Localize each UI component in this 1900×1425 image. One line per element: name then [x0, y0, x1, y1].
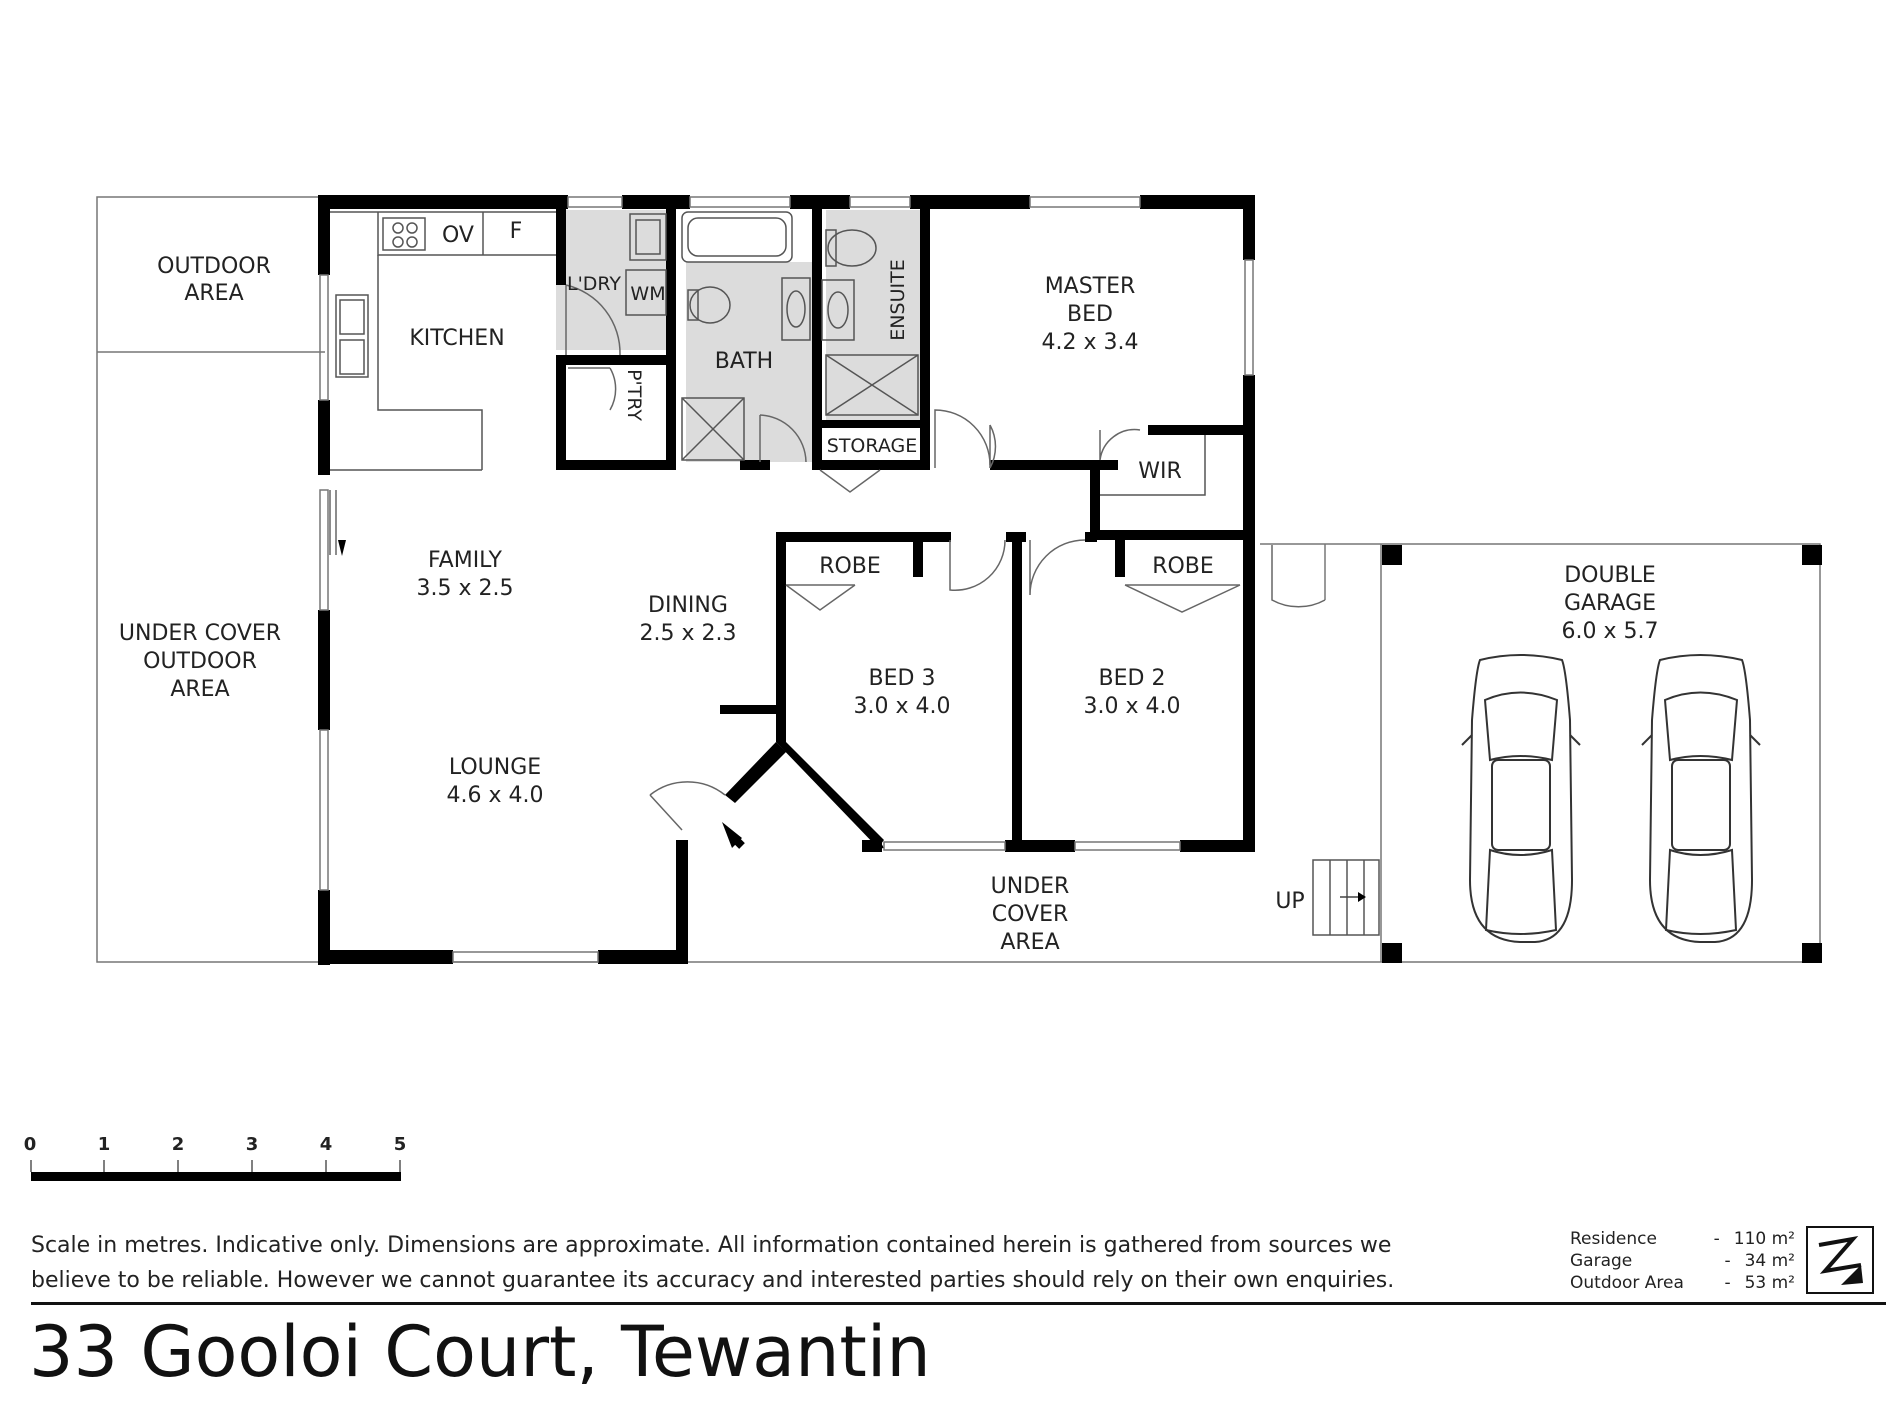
wet-area-tiles — [556, 210, 922, 462]
label-under-cover-outdoor-2: OUTDOOR — [143, 649, 257, 674]
area-value: 110 m² — [1733, 1229, 1795, 1249]
label-lounge-size: 4.6 x 4.0 — [447, 783, 544, 808]
north-arrow-icon — [1806, 1226, 1874, 1294]
label-robe-right: ROBE — [1152, 554, 1214, 579]
label-master-bed-2: BED — [1067, 302, 1113, 327]
label-pantry: P'TRY — [623, 369, 645, 421]
label-laundry: L'DRY — [567, 273, 621, 295]
label-master-bed-1: MASTER — [1045, 274, 1136, 299]
doors — [329, 284, 1326, 831]
fixtures — [330, 211, 1380, 936]
label-bed3-size: 3.0 x 4.0 — [854, 694, 951, 719]
scale-tick-2: 2 — [172, 1134, 185, 1155]
area-row-outdoor: Outdoor Area - 53 m² — [1570, 1273, 1795, 1293]
disclaimer-text: Scale in metres. Indicative only. Dimens… — [31, 1228, 1511, 1298]
disclaimer-line-1: Scale in metres. Indicative only. Dimens… — [31, 1233, 1392, 1258]
scale-tick-4: 4 — [320, 1134, 333, 1155]
label-family-size: 3.5 x 2.5 — [417, 576, 514, 601]
label-double-garage-2: GARAGE — [1564, 591, 1656, 616]
label-lounge: LOUNGE — [449, 755, 541, 780]
label-family: FAMILY — [428, 548, 502, 573]
label-bed3: BED 3 — [869, 666, 936, 691]
label-robe-left: ROBE — [819, 554, 881, 579]
label-under-cover-area-3: AREA — [1000, 930, 1059, 955]
area-row-garage: Garage - 34 m² — [1570, 1251, 1795, 1271]
room-labels: OUTDOOR AREA KITCHEN OV F L'DRY WM P'TRY… — [119, 219, 1659, 955]
area-label: Garage — [1570, 1251, 1633, 1271]
scale-tick-1: 1 — [98, 1134, 111, 1155]
label-kitchen: KITCHEN — [409, 326, 504, 351]
label-under-cover-area-2: COVER — [992, 902, 1069, 927]
car-icon-left — [1461, 654, 1581, 943]
label-bath: BATH — [715, 349, 773, 374]
label-bed2: BED 2 — [1099, 666, 1166, 691]
scale-tick-3: 3 — [246, 1134, 259, 1155]
label-washing-machine: WM — [630, 283, 665, 305]
label-wir: WIR — [1138, 459, 1182, 484]
label-storage: STORAGE — [827, 435, 917, 457]
label-bed2-size: 3.0 x 4.0 — [1084, 694, 1181, 719]
scale-tick-0: 0 — [24, 1134, 37, 1155]
label-dining: DINING — [648, 593, 728, 618]
label-dining-size: 2.5 x 2.3 — [640, 621, 737, 646]
scale-tick-5: 5 — [394, 1134, 407, 1155]
outdoor-outlines — [96, 196, 1821, 963]
area-label: Residence — [1570, 1229, 1657, 1249]
label-fridge: F — [510, 219, 523, 244]
walls — [318, 195, 1822, 965]
area-value: 34 m² — [1744, 1251, 1795, 1271]
scale-bar: 0 1 2 3 4 5 — [24, 1134, 407, 1181]
label-double-garage-size: 6.0 x 5.7 — [1562, 619, 1659, 644]
car-icon-right — [1641, 654, 1761, 943]
label-double-garage-1: DOUBLE — [1564, 563, 1656, 588]
label-master-bed-size: 4.2 x 3.4 — [1042, 330, 1139, 355]
footer-divider — [31, 1302, 1886, 1305]
area-label: Outdoor Area — [1570, 1273, 1684, 1293]
label-ensuite: ENSUITE — [887, 259, 909, 340]
label-under-cover-outdoor-3: AREA — [170, 677, 229, 702]
label-under-cover-outdoor-1: UNDER COVER — [119, 621, 281, 646]
label-outdoor-area-2: AREA — [184, 281, 243, 306]
label-up: UP — [1275, 889, 1304, 914]
label-under-cover-area-1: UNDER — [991, 874, 1070, 899]
windows — [319, 196, 1254, 963]
area-value: 53 m² — [1744, 1273, 1795, 1293]
property-address: 33 Gooloi Court, Tewantin — [29, 1311, 931, 1393]
disclaimer-line-2: believe to be reliable. However we canno… — [31, 1268, 1395, 1293]
area-row-residence: Residence - 110 m² — [1570, 1229, 1795, 1249]
label-oven: OV — [442, 223, 474, 248]
area-summary: Residence - 110 m² Garage - 34 m² Outdoo… — [1570, 1228, 1795, 1294]
label-outdoor-area-1: OUTDOOR — [157, 254, 271, 279]
